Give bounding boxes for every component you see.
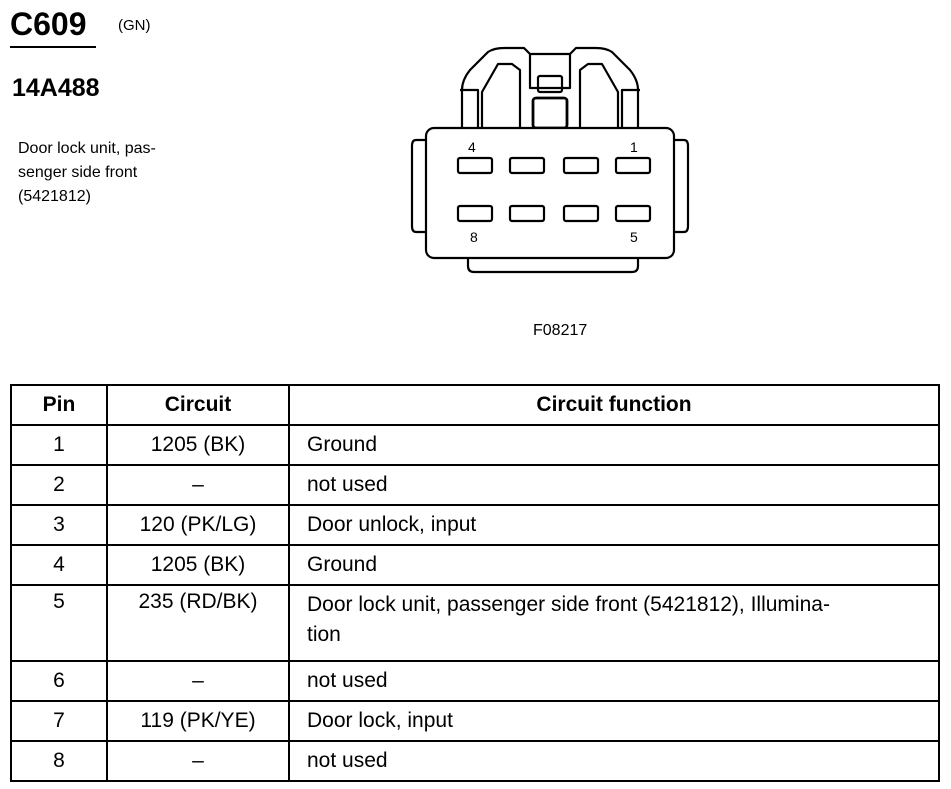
description-line: Door lock unit, pas- xyxy=(18,140,156,157)
pin-slot-5 xyxy=(614,204,652,223)
table-row: 2 – not used xyxy=(10,464,940,506)
cell-pin: 2 xyxy=(10,464,108,506)
latch-inner-left xyxy=(480,62,522,128)
pin-label-1: 1 xyxy=(630,139,638,155)
cell-function: Door unlock, input xyxy=(288,504,940,546)
header-pin: Pin xyxy=(10,384,108,426)
connector-body xyxy=(424,126,676,260)
cell-function: not used xyxy=(288,660,940,702)
pin-slot-4 xyxy=(456,156,494,175)
figure-id: F08217 xyxy=(533,322,588,339)
cell-circuit: 235 (RD/BK) xyxy=(106,584,290,662)
cell-pin: 4 xyxy=(10,544,108,586)
cell-pin: 3 xyxy=(10,504,108,546)
title-underline xyxy=(10,46,96,48)
cell-function: Door lock unit, passenger side front (54… xyxy=(288,584,940,662)
pin-slot-2 xyxy=(562,156,600,175)
pin-label-4: 4 xyxy=(468,139,476,155)
pin-slot-3 xyxy=(508,156,546,175)
cell-circuit: – xyxy=(106,464,290,506)
description-line: (5421812) xyxy=(18,188,91,205)
cell-circuit: – xyxy=(106,740,290,782)
cell-pin: 8 xyxy=(10,740,108,782)
cell-function: Ground xyxy=(288,424,940,466)
table-row: 1 1205 (BK) Ground xyxy=(10,424,940,466)
table-row: 4 1205 (BK) Ground xyxy=(10,544,940,586)
function-line: Door lock unit, passenger side front (54… xyxy=(307,593,830,616)
connector-id: C609 xyxy=(10,6,87,42)
latch-inner-right xyxy=(578,62,620,128)
latch-lock xyxy=(536,74,564,94)
cell-circuit: 1205 (BK) xyxy=(106,544,290,586)
pin-slot-7 xyxy=(508,204,546,223)
left-notch xyxy=(460,88,480,128)
table-row: 8 – not used xyxy=(10,740,940,782)
cell-function: not used xyxy=(288,740,940,782)
cell-pin: 6 xyxy=(10,660,108,702)
cell-circuit: 119 (PK/YE) xyxy=(106,700,290,742)
cell-circuit: – xyxy=(106,660,290,702)
pin-slot-6 xyxy=(562,204,600,223)
latch-tab xyxy=(528,54,572,90)
latch-button xyxy=(531,96,569,130)
table-header-row: Pin Circuit Circuit function xyxy=(10,384,940,426)
header-circuit: Circuit xyxy=(106,384,290,426)
cell-pin: 7 xyxy=(10,700,108,742)
cell-function: not used xyxy=(288,464,940,506)
bottom-rail xyxy=(466,258,640,274)
pin-slot-1 xyxy=(614,156,652,175)
right-side-tab xyxy=(674,138,690,234)
cell-pin: 1 xyxy=(10,424,108,466)
cell-function: Ground xyxy=(288,544,940,586)
pin-label-5: 5 xyxy=(630,229,638,245)
table-row: 3 120 (PK/LG) Door unlock, input xyxy=(10,504,940,546)
connector-description: Door lock unit, pas- senger side front (… xyxy=(18,137,188,209)
pin-label-8: 8 xyxy=(470,229,478,245)
connector-face-diagram: 4 1 8 5 xyxy=(400,40,700,280)
function-line: tion xyxy=(307,623,341,646)
cell-function: Door lock, input xyxy=(288,700,940,742)
table-row: 5 235 (RD/BK) Door lock unit, passenger … xyxy=(10,584,940,662)
description-line: senger side front xyxy=(18,164,138,181)
cell-circuit: 1205 (BK) xyxy=(106,424,290,466)
left-side-tab xyxy=(410,138,426,234)
pin-slot-8 xyxy=(456,204,494,223)
table-row: 7 119 (PK/YE) Door lock, input xyxy=(10,700,940,742)
table-row: 6 – not used xyxy=(10,660,940,702)
header-function: Circuit function xyxy=(288,384,940,426)
color-code: (GN) xyxy=(118,17,151,34)
right-notch xyxy=(620,88,640,128)
cell-circuit: 120 (PK/LG) xyxy=(106,504,290,546)
latch-outline xyxy=(460,46,640,128)
pin-table: Pin Circuit Circuit function 1 1205 (BK)… xyxy=(10,384,940,782)
part-number: 14A488 xyxy=(12,74,100,102)
cell-pin: 5 xyxy=(10,584,108,662)
